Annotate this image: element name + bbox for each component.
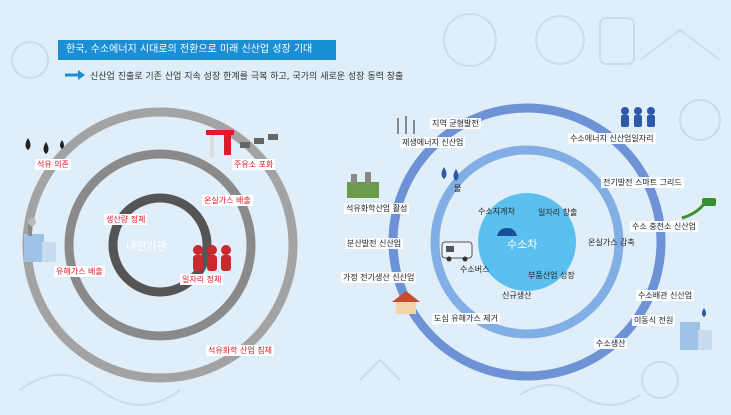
label-hydrogen-truck: 수소지게차 bbox=[478, 207, 515, 216]
subtitle-row: 신산업 진출로 기존 산업 지속 성장 한계를 극복 하고, 국가의 새로운 성… bbox=[64, 68, 403, 82]
workers-icon bbox=[193, 245, 231, 271]
label-petrochem-stagnation: 석유화학 산업 침체 bbox=[206, 345, 274, 356]
label-new-production: 신규생산 bbox=[502, 291, 532, 300]
hydrogen-factory-icon bbox=[680, 308, 712, 350]
workers-blue-icon bbox=[621, 107, 655, 127]
label-pipeline-industry: 수소배관 신산업 bbox=[636, 290, 695, 301]
gas-station-icon bbox=[206, 130, 278, 157]
factory-icon bbox=[24, 218, 56, 262]
subtitle: 신산업 진출로 기존 산업 지속 성장 한계를 극복 하고, 국가의 새로운 성… bbox=[90, 71, 404, 82]
label-hydrogen-production: 수소생산 bbox=[594, 338, 628, 349]
left-inner-ring bbox=[108, 193, 212, 297]
label-water: 물 bbox=[454, 184, 462, 193]
label-charging-industry: 수소 충전소 신산업 bbox=[630, 221, 698, 232]
water-drop-icon bbox=[441, 167, 459, 181]
label-oil-dependence: 석유 의존 bbox=[35, 159, 71, 170]
label-job-creation: 일자리 창출 bbox=[538, 208, 578, 217]
oil-drop-icon bbox=[25, 138, 64, 154]
label-parts-growth: 부품산업 성장 bbox=[528, 271, 575, 280]
house-icon bbox=[392, 291, 420, 314]
left-middle-ring bbox=[64, 149, 256, 341]
label-hydrogen-jobs: 수소에너지 신산업일자리 bbox=[568, 133, 656, 144]
bus-icon bbox=[441, 241, 473, 262]
page-title: 한국, 수소에너지 시대로의 전환으로 미래 신산업 성장 기대 bbox=[58, 40, 336, 60]
left-center-label: 내연기관 bbox=[126, 240, 167, 253]
charging-nozzle-icon bbox=[681, 198, 716, 220]
label-gas-station-saturation: 주유소 포화 bbox=[232, 159, 276, 170]
label-harmful-gas: 유해가스 배출 bbox=[54, 266, 105, 277]
label-greenhouse-reduction: 온실가스 감축 bbox=[588, 238, 635, 247]
label-distributed-power: 분산발전 신산업 bbox=[345, 238, 404, 249]
petrochemical-plant-icon bbox=[347, 172, 379, 198]
wind-turbine-icon bbox=[397, 116, 415, 134]
label-renewable-industry: 재생에너지 신산업 bbox=[400, 137, 466, 148]
label-harmful-removal: 도심 유해가스 제거 bbox=[432, 313, 500, 324]
label-mobile-power: 이동식 전원 bbox=[632, 315, 676, 326]
label-home-power: 가정 전기생산 신산업 bbox=[341, 272, 417, 283]
label-smart-grid: 전기발전 스마트 그리드 bbox=[601, 177, 684, 188]
car-icon bbox=[497, 228, 517, 236]
label-petrochem-active: 석유화학산업 활성 bbox=[344, 203, 410, 214]
right-center-disc bbox=[478, 193, 576, 291]
right-middle-ring bbox=[430, 145, 624, 339]
label-regional-balance: 지역 균형발전 bbox=[430, 118, 481, 129]
label-hydrogen-bus: 수소버스 bbox=[460, 265, 490, 274]
arrow-right-icon bbox=[65, 70, 85, 80]
label-job-stagnation: 일자리 정체 bbox=[180, 274, 224, 285]
label-production-stagnation: 생산량 정체 bbox=[104, 214, 148, 225]
right-center-label: 수소차 bbox=[507, 238, 538, 251]
label-greenhouse-gas: 온실가스 배출 bbox=[202, 195, 253, 206]
